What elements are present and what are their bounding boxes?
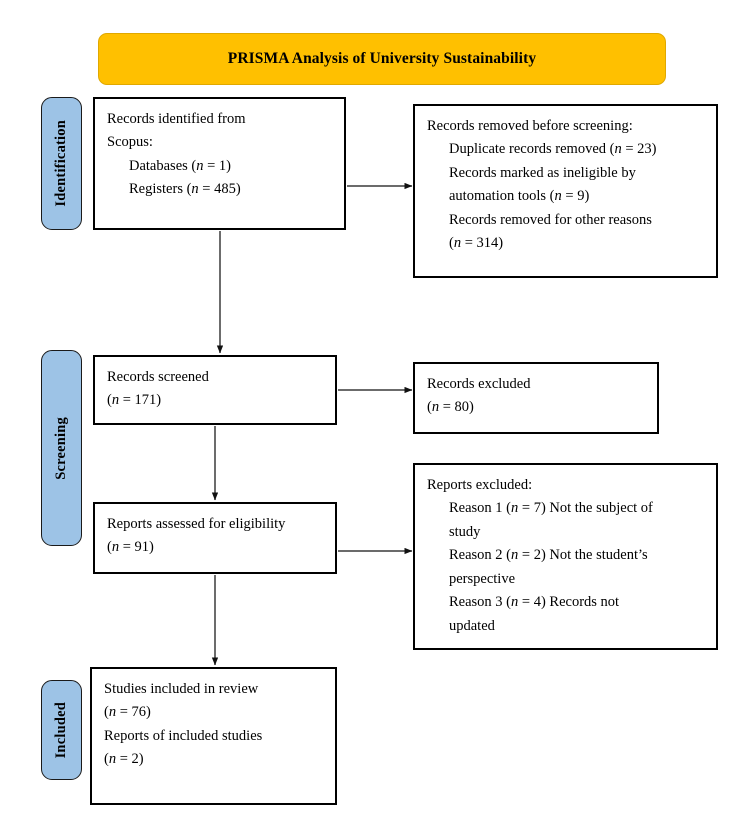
- records-removed-ineligible-line2: automation tools (n = 9): [449, 188, 590, 205]
- box-records-identified: Records identified from Scopus: Database…: [93, 97, 346, 230]
- box-records-screened: Records screened (n = 171): [93, 355, 337, 425]
- records-excluded-label: Records excluded: [427, 376, 531, 392]
- reports-included-label: Reports of included studies: [104, 727, 263, 744]
- records-excluded-count: (n = 80): [427, 399, 474, 416]
- records-screened-count: (n = 171): [107, 392, 162, 409]
- reports-included-count: (n = 2): [104, 751, 144, 768]
- box-reports-excluded: Reports excluded: Reason 1 (n = 7) Not t…: [413, 463, 718, 650]
- stage-tab-screening-label: Screening: [53, 416, 69, 480]
- box-records-removed-before-screening: Records removed before screening: Duplic…: [413, 104, 718, 278]
- reports-assessed-label: Reports assessed for eligibility: [107, 516, 286, 532]
- reports-excluded-reason3-line2: updated: [449, 617, 495, 634]
- stage-tab-identification: Identification: [41, 97, 82, 230]
- reports-assessed-count: (n = 91): [107, 539, 154, 556]
- reports-excluded-reason2-line1: Reason 2 (n = 2) Not the student’s: [449, 547, 648, 564]
- box-records-excluded: Records excluded (n = 80): [413, 362, 659, 434]
- records-identified-databases: Databases (n = 1): [129, 157, 231, 174]
- reports-excluded-reason2-line2: perspective: [449, 570, 516, 587]
- stage-tab-included: Included: [41, 680, 82, 780]
- records-removed-heading: Records removed before screening:: [427, 118, 633, 134]
- records-identified-line1: Records identified from: [107, 111, 246, 127]
- studies-included-count: (n = 76): [104, 704, 151, 721]
- diagram-title-banner: PRISMA Analysis of University Sustainabi…: [98, 33, 666, 85]
- box-studies-included: Studies included in review (n = 76) Repo…: [90, 667, 337, 805]
- page-title: PRISMA Analysis of University Sustainabi…: [227, 50, 537, 68]
- reports-excluded-reason1-line1: Reason 1 (n = 7) Not the subject of: [449, 500, 653, 517]
- stage-tab-screening: Screening: [41, 350, 82, 546]
- records-removed-other-line2: (n = 314): [449, 235, 504, 252]
- records-identified-line2: Scopus:: [107, 134, 153, 151]
- studies-included-label: Studies included in review: [104, 681, 259, 697]
- records-screened-label: Records screened: [107, 369, 209, 385]
- box-reports-assessed-for-eligibility: Reports assessed for eligibility (n = 91…: [93, 502, 337, 574]
- stage-tab-identification-label: Identification: [53, 120, 69, 207]
- reports-excluded-reason3-line1: Reason 3 (n = 4) Records not: [449, 594, 620, 611]
- records-removed-other-line1: Records removed for other reasons: [449, 211, 652, 228]
- stage-tab-included-label: Included: [53, 701, 69, 759]
- reports-excluded-reason1-line2: study: [449, 523, 481, 540]
- records-removed-ineligible-line1: Records marked as ineligible by: [449, 164, 636, 181]
- reports-excluded-heading: Reports excluded:: [427, 477, 533, 493]
- records-removed-duplicates: Duplicate records removed (n = 23): [449, 141, 657, 158]
- records-identified-registers: Registers (n = 485): [129, 181, 241, 198]
